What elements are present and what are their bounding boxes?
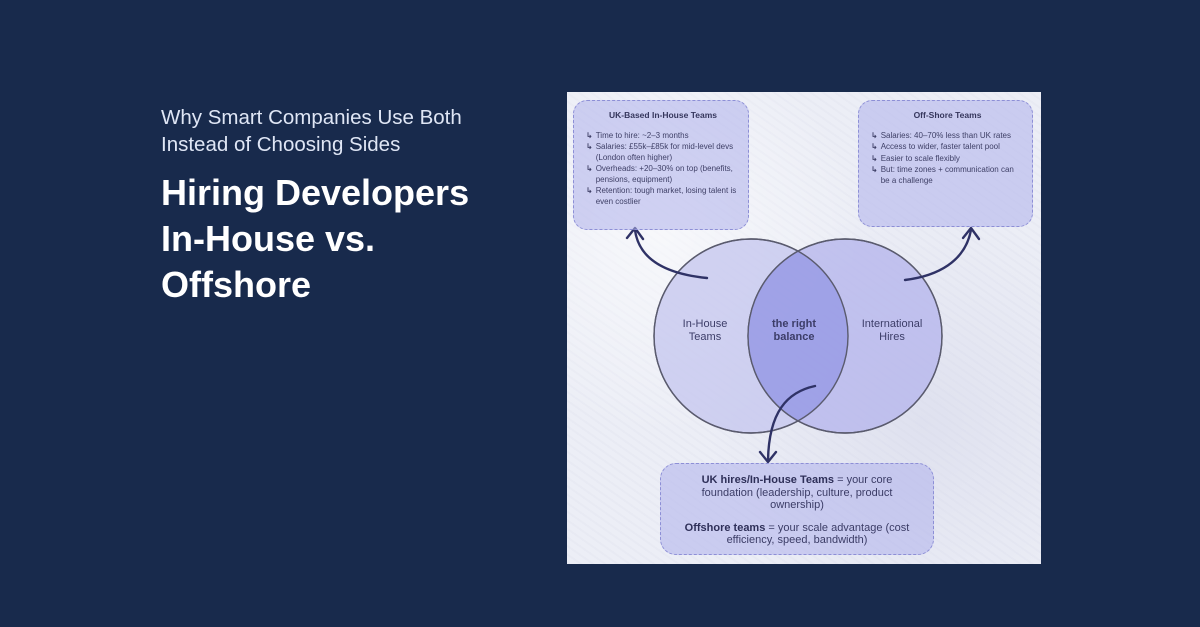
venn-label-center-line-1: the right <box>772 318 816 330</box>
arrow-marker-icon: ↳ <box>586 164 593 173</box>
offshore-box-item: ↳Easier to scale flexibly <box>871 154 1024 165</box>
uk-box-item-text: Overheads: +20–30% on top (benefits, pen… <box>595 164 733 184</box>
uk-box-item-text: Retention: tough market, losing talent i… <box>595 186 737 206</box>
summary-offshore-text: = your scale advantage (cost efficiency,… <box>726 521 910 547</box>
uk-box-item: ↳Salaries: £55k–£85k for mid-level devs … <box>586 142 740 163</box>
arrow-to-uk-box <box>633 228 709 280</box>
venn-label-international-line-1: International <box>861 318 923 330</box>
summary-offshore-bold: Offshore teams <box>684 521 766 534</box>
title-line-3: Offshore <box>161 264 312 305</box>
offshore-box-item-text: Easier to scale flexibly <box>880 153 960 163</box>
arrow-marker-icon: ↳ <box>871 130 878 140</box>
title-line-2: In-House vs. <box>161 218 376 259</box>
arrow-marker-icon: ↳ <box>871 165 878 174</box>
arrow-marker-icon: ↳ <box>586 130 593 140</box>
venn-label-inhouse: In-House Teams <box>660 318 750 344</box>
offshore-box-title: Off-Shore Teams <box>913 110 982 120</box>
venn-diagram-graphics <box>625 226 981 464</box>
summary-inhouse-text: = your core foundation (leadership, cult… <box>701 474 893 511</box>
uk-box-item: ↳Time to hire: ~2–3 months <box>586 131 740 142</box>
headline-block: Why Smart Companies Use Both Instead of … <box>161 104 541 308</box>
summary-offshore: Offshore teams = your scale advantage (c… <box>675 522 919 547</box>
title-line-1: Hiring Developers <box>161 172 470 213</box>
offshore-box-item-text: Access to wider, faster talent pool <box>880 142 1000 151</box>
offshore-box-item: ↳But: time zones + communication can be … <box>871 165 1024 186</box>
offshore-box-item-text: But: time zones + communication can be a… <box>880 165 1014 185</box>
arrow-to-offshore-box <box>903 228 973 282</box>
uk-box-item-text: Salaries: £55k–£85k for mid-level devs (… <box>595 142 734 162</box>
summary-box: UK hires/In-House Teams = your core foun… <box>660 463 934 555</box>
venn-label-center-line-2: balance <box>773 331 815 343</box>
uk-box-item: ↳Retention: tough market, losing talent … <box>586 186 740 207</box>
subtitle-line-1: Why Smart Companies Use Both <box>161 106 462 129</box>
offshore-box-item: ↳Salaries: 40–70% less than UK rates <box>871 131 1024 142</box>
venn-label-international: International Hires <box>847 318 937 344</box>
venn-overlap <box>748 239 848 433</box>
uk-inhouse-box: UK-Based In-House Teams ↳Time to hire: ~… <box>573 100 749 230</box>
uk-box-item: ↳Overheads: +20–30% on top (benefits, pe… <box>586 164 740 185</box>
arrow-marker-icon: ↳ <box>871 142 878 151</box>
arrow-marker-icon: ↳ <box>586 142 593 151</box>
venn-label-international-line-2: Hires <box>879 331 905 343</box>
summary-inhouse: UK hires/In-House Teams = your core foun… <box>675 474 919 512</box>
arrow-marker-icon: ↳ <box>586 186 593 195</box>
uk-box-item-text: Time to hire: ~2–3 months <box>595 130 689 140</box>
offshore-box: Off-Shore Teams ↳Salaries: 40–70% less t… <box>858 100 1033 227</box>
summary-inhouse-bold: UK hires/In-House Teams <box>701 474 835 486</box>
venn-label-inhouse-line-1: In-House <box>682 318 728 330</box>
arrow-marker-icon: ↳ <box>871 153 878 163</box>
uk-box-title: UK-Based In-House Teams <box>608 110 717 120</box>
subtitle-line-2: Instead of Choosing Sides <box>161 133 401 156</box>
subtitle: Why Smart Companies Use Both Instead of … <box>161 104 521 158</box>
offshore-box-item-text: Salaries: 40–70% less than UK rates <box>880 130 1011 140</box>
venn-label-center: the right balance <box>749 318 839 344</box>
venn-diagram-image: UK-Based In-House Teams ↳Time to hire: ~… <box>567 92 1041 564</box>
page-title: Hiring Developers In-House vs. Offshore <box>161 170 531 308</box>
offshore-box-item: ↳Access to wider, faster talent pool <box>871 142 1024 153</box>
arrow-to-summary-box <box>766 384 817 462</box>
venn-label-inhouse-line-2: Teams <box>688 331 722 343</box>
